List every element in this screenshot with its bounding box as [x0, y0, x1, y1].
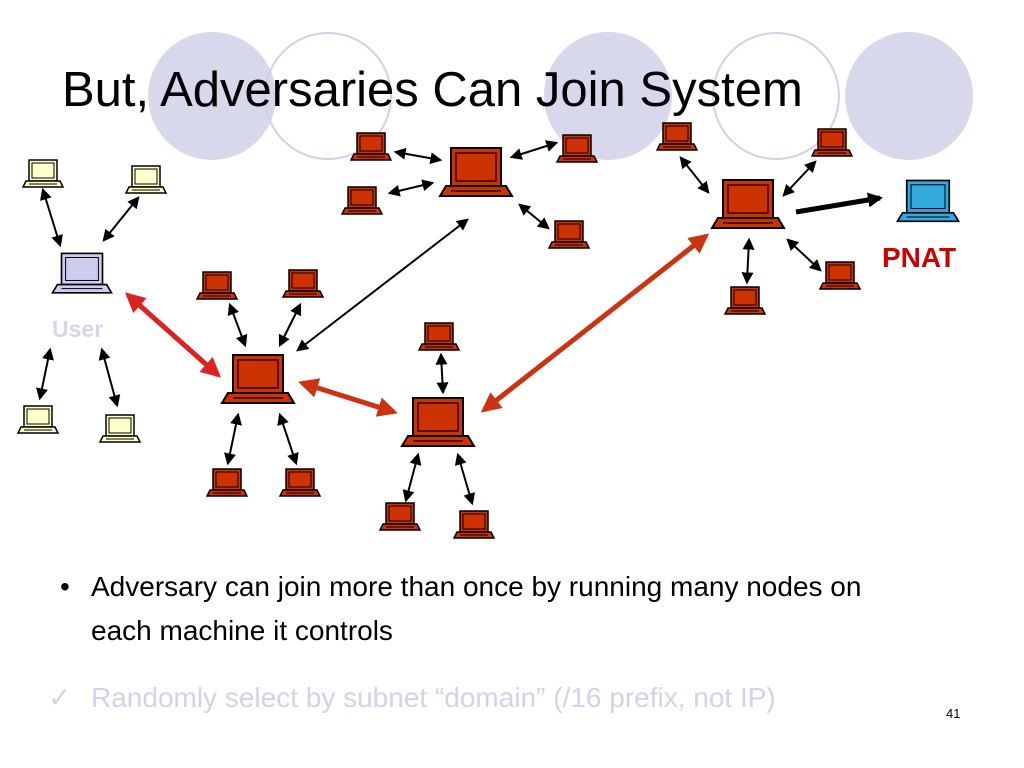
pnat-label: PNAT — [882, 242, 957, 273]
decor-circle-2 — [264, 32, 392, 160]
user-adversary-link — [125, 292, 221, 378]
user-label: User — [52, 316, 104, 342]
bullet-item: • Adversary can join more than once by r… — [60, 565, 861, 646]
adversary-hub-laptop-icon — [439, 147, 513, 197]
adversary-hub-laptop-icon — [221, 354, 295, 404]
adversary-node-laptop-icon — [811, 128, 853, 157]
adversary-node-laptop-icon — [206, 468, 248, 497]
slide-title: But, Adversaries Can Join System — [62, 63, 803, 117]
adversary-path-link — [480, 233, 710, 413]
adversary-hub-laptop-icon — [711, 179, 785, 229]
adversary-node-laptop-icon — [350, 132, 392, 161]
adversary-hub-laptop-icon — [401, 397, 475, 447]
adversary-node-laptop-icon — [453, 510, 495, 539]
adversary-adversary-link — [298, 378, 398, 417]
bullet-icon: • — [60, 571, 70, 602]
honest-node-laptop-icon — [99, 414, 141, 443]
bullet-text: Adversary can join more than once by run… — [91, 571, 862, 646]
adversary-node-laptop-icon — [724, 286, 766, 315]
decor-circle-4 — [712, 32, 840, 160]
adversary-node-laptop-icon — [379, 502, 421, 531]
honest-node-laptop-icon — [125, 165, 167, 194]
slide-number: 41 — [946, 706, 961, 721]
pnat-arrow — [795, 192, 883, 215]
adversary-node-laptop-icon — [279, 468, 321, 497]
adversary-node-laptop-icon — [341, 186, 383, 215]
check-icon: ✓ — [48, 682, 72, 713]
adversary-node-laptop-icon — [556, 134, 598, 163]
decor-circle-1 — [148, 32, 276, 160]
black-links — [36, 140, 822, 506]
user-laptop-icon — [51, 252, 113, 294]
decor-circle-5 — [845, 32, 973, 160]
check-text: Randomly select by subnet “domain” (/16 … — [91, 682, 776, 713]
adversary-node-laptop-icon — [282, 269, 324, 298]
honest-node-laptop-icon — [17, 405, 59, 434]
adversary-node-laptop-icon — [819, 261, 861, 290]
honest-node-laptop-icon — [22, 159, 64, 188]
adversary-node-laptop-icon — [548, 220, 590, 249]
adversary-node-laptop-icon — [418, 322, 460, 351]
adversary-node-laptop-icon — [656, 122, 698, 151]
adversary-node-laptop-icon — [196, 271, 238, 300]
pnat-laptop-icon — [896, 179, 960, 223]
